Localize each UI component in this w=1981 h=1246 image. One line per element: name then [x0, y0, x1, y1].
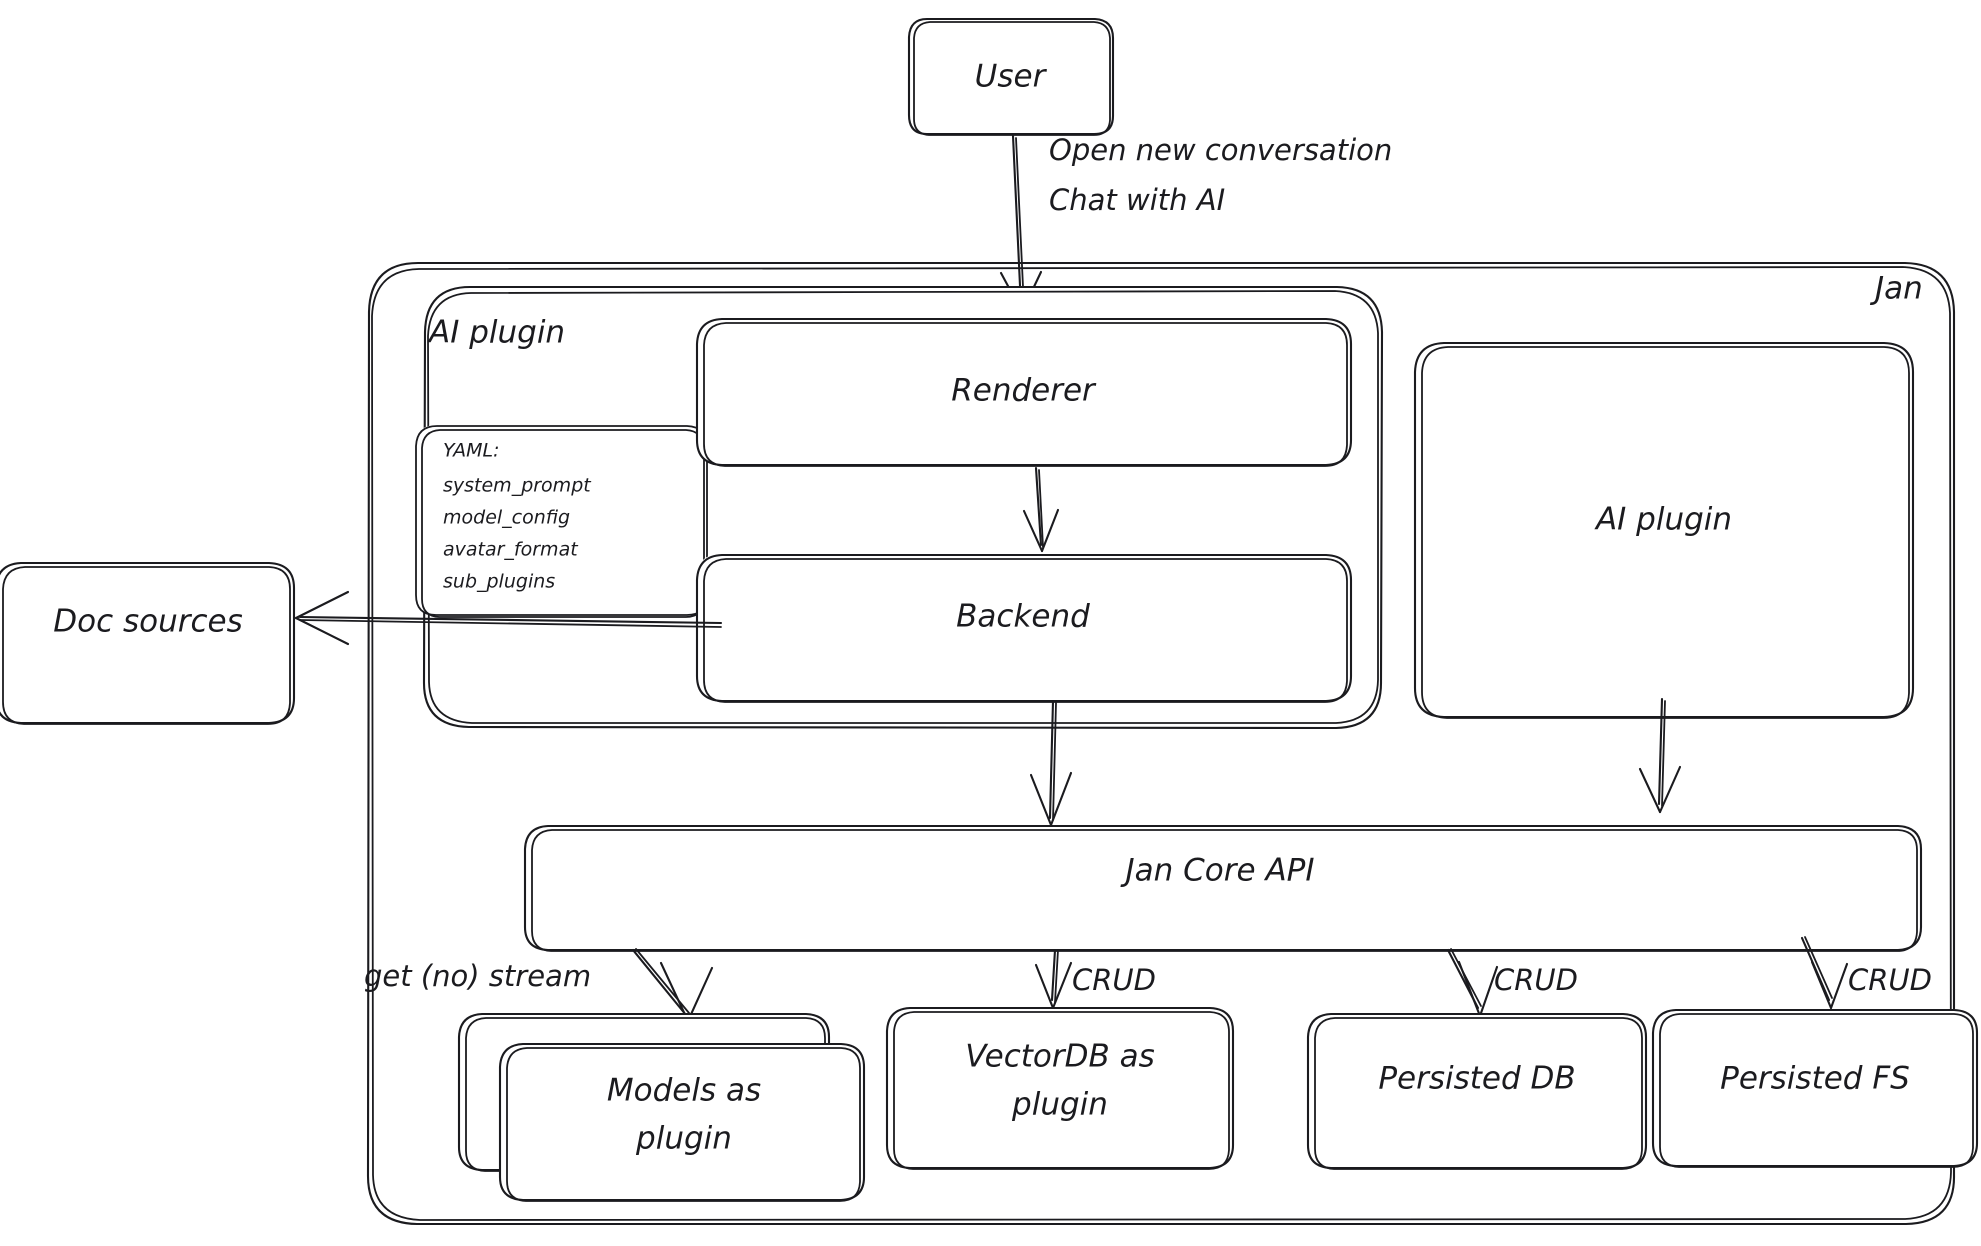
jan-core-api-label: Jan Core API [1120, 853, 1315, 889]
models-plugin-label-line1: Models as [607, 1073, 761, 1109]
renderer-box[interactable] [695, 317, 1353, 467]
edge-label-chat-with-ai: Chat with AI [1049, 183, 1225, 217]
edge-label-crud-persisted-db: CRUD [1494, 963, 1578, 997]
yaml-line-2: model_config [443, 507, 570, 529]
yaml-line-4: sub_plugins [443, 571, 555, 593]
jan-core-api-box[interactable] [523, 824, 1923, 952]
user-box[interactable] [907, 17, 1115, 136]
backend-box[interactable] [695, 553, 1353, 703]
persisted-fs-label: Persisted FS [1720, 1061, 1910, 1097]
vectordb-plugin-label-line2: plugin [1011, 1087, 1108, 1123]
jan-container-label: Jan [1869, 271, 1923, 307]
arrow-backend-to-doc-sources [294, 590, 723, 646]
doc-sources-box[interactable] [0, 561, 296, 725]
edge-label-open-conversation: Open new conversation [1049, 133, 1392, 167]
models-plugin-box[interactable] [498, 1042, 866, 1202]
arrow-renderer-to-backend [1022, 466, 1060, 553]
arrow-core-api-to-persisted-db [1446, 948, 1499, 1018]
arrow-ai-plugin-to-core-api [1638, 697, 1682, 814]
yaml-line-3: avatar_format [443, 539, 579, 561]
persisted-fs-box[interactable] [1651, 1008, 1979, 1168]
models-plugin-label-line2: plugin [635, 1121, 732, 1157]
backend-label: Backend [956, 599, 1090, 635]
edge-label-get-no-stream: get (no) stream [364, 959, 591, 993]
persisted-db-box[interactable] [1306, 1012, 1648, 1170]
renderer-label: Renderer [951, 373, 1097, 409]
arrow-core-api-to-models [631, 948, 714, 1023]
arrow-core-api-to-vectordb [1034, 948, 1073, 1010]
yaml-line-1: system_prompt [443, 475, 592, 497]
persisted-db-label: Persisted DB [1378, 1061, 1575, 1097]
ai-plugin-box-label: AI plugin [1594, 502, 1732, 538]
arrow-core-api-to-persisted-fs [1800, 936, 1849, 1010]
edge-label-crud-persisted-fs: CRUD [1848, 963, 1932, 997]
vectordb-plugin-box[interactable] [885, 1006, 1235, 1170]
ai-plugin-container-label: AI plugin [427, 315, 565, 351]
user-label: User [975, 59, 1048, 95]
doc-sources-label: Doc sources [53, 604, 243, 640]
vectordb-plugin-label-line1: VectorDB as [965, 1039, 1155, 1075]
arrow-backend-to-core-api [1029, 699, 1073, 827]
yaml-line-0: YAML: [443, 440, 500, 462]
ai-plugin-box[interactable] [1413, 341, 1915, 719]
arrow-user-to-renderer [999, 134, 1043, 314]
edge-label-crud-vectordb: CRUD [1072, 963, 1156, 997]
